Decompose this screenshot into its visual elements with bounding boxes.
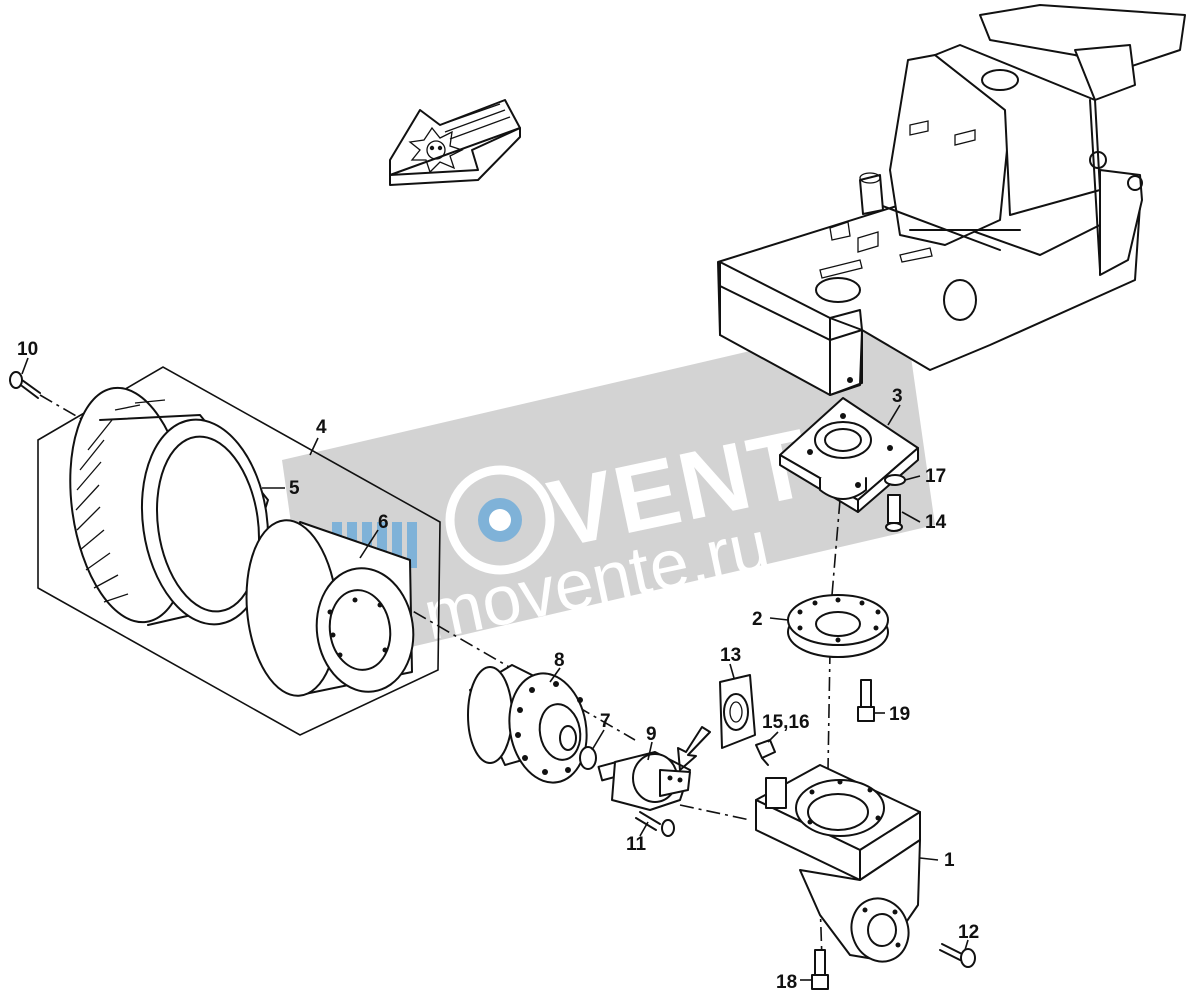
bolt-10 (9, 371, 41, 399)
wheel-assembly-group-frame (37, 366, 441, 736)
callout-12: 12 (958, 922, 979, 943)
callout-5: 5 (289, 478, 300, 499)
bolt-vertical (885, 494, 903, 532)
callout-numbers: 10 4 5 6 8 7 9 13 3 17 14 2 19 15,16 11 … (17, 339, 979, 993)
callout-13: 13 (720, 645, 741, 666)
drive-hub (467, 664, 588, 784)
callout-14: 14 (925, 512, 947, 533)
rotating-light-icon (408, 126, 464, 174)
callout-19: 19 (889, 704, 910, 725)
gear-wheel-icon (445, 465, 555, 575)
gasket-sheet (719, 674, 756, 749)
grease-fitting (755, 739, 776, 766)
callout-10: 10 (17, 339, 38, 360)
callout-18: 18 (776, 972, 797, 993)
watermark-band (282, 315, 935, 670)
slewing-bearing (787, 594, 889, 658)
bolt-18 (811, 949, 829, 990)
pointer-arrow (677, 726, 711, 771)
callout-9: 9 (646, 724, 657, 745)
callout-8: 8 (554, 650, 565, 671)
callout-4: 4 (316, 417, 327, 438)
callout-6: 6 (378, 512, 389, 533)
direction-arrow (389, 99, 521, 186)
washer (579, 746, 597, 770)
callout-3: 3 (892, 386, 903, 407)
wheel-rim (245, 519, 415, 697)
callout-17: 17 (925, 466, 946, 487)
callout-1: 1 (944, 850, 955, 871)
tyre (69, 386, 270, 626)
truck-chassis (717, 4, 1186, 396)
callout-15-16: 15,16 (762, 712, 810, 733)
washer-small (884, 474, 906, 486)
bolt-19 (857, 679, 875, 722)
steering-housing (755, 764, 921, 963)
callout-2: 2 (752, 609, 763, 630)
callout-7: 7 (600, 711, 611, 732)
leader-lines (21, 357, 969, 981)
bolt-12 (939, 943, 976, 968)
callout-11: 11 (626, 834, 647, 855)
hydraulic-motor (597, 751, 691, 811)
